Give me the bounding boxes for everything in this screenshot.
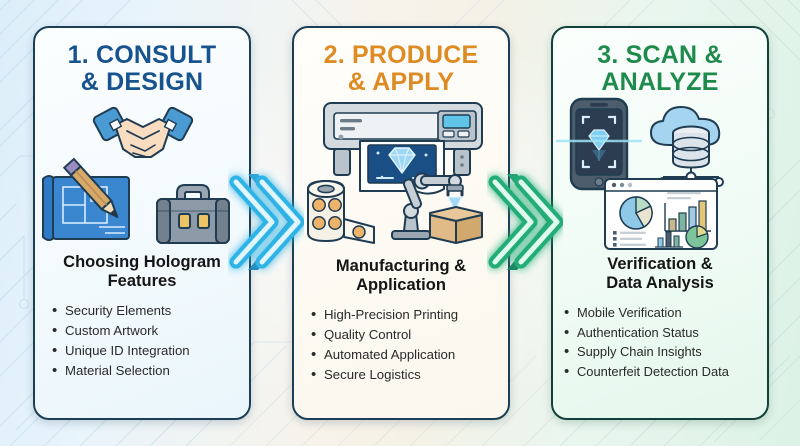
panel-1-heading-line-2: & DESIGN bbox=[80, 67, 204, 96]
list-item: Custom Artwork bbox=[49, 320, 249, 343]
panel-2-subtitle: Manufacturing & Application bbox=[328, 257, 474, 296]
panel-2-heading: 2. PRODUCE & APPLY bbox=[318, 42, 485, 95]
panel-1-heading: 1. CONSULT & DESIGN bbox=[62, 42, 223, 95]
panel-1-subtitle-line-2: Features bbox=[107, 272, 177, 291]
list-item: Automated Application bbox=[308, 344, 508, 367]
panel-1-subtitle: Choosing Hologram Features bbox=[55, 253, 229, 292]
panel-3-bullet-list: Mobile Verification Authentication Statu… bbox=[553, 302, 767, 383]
list-item: Supply Chain Insights bbox=[561, 341, 767, 363]
robot-arm-box-icon bbox=[391, 172, 483, 244]
panel-2-subtitle-line-1: Manufacturing & bbox=[335, 257, 467, 275]
list-item: High-Precision Printing bbox=[308, 304, 508, 327]
panel-3-subtitle-line-1: Verification & bbox=[607, 255, 713, 273]
label-roll-icon bbox=[307, 179, 375, 244]
blueprint-pencil-icon bbox=[42, 157, 130, 241]
cloud-database-icon bbox=[650, 106, 724, 187]
panel-consult-design[interactable]: 1. CONSULT & DESIGN bbox=[33, 26, 251, 420]
list-item: Secure Logistics bbox=[308, 364, 508, 387]
briefcase-icon bbox=[156, 184, 230, 244]
analytics-dashboard-icon bbox=[604, 178, 718, 250]
panel-produce-apply[interactable]: 2. PRODUCE & APPLY bbox=[292, 26, 510, 420]
list-item: Authentication Status bbox=[561, 322, 767, 344]
panel-2-subtitle-line-2: Application bbox=[356, 276, 446, 295]
panel-3-heading-line-2: ANALYZE bbox=[601, 67, 719, 96]
list-item: Unique ID Integration bbox=[49, 340, 249, 363]
panel-3-subtitle: Verification & Data Analysis bbox=[598, 255, 722, 294]
list-item: Quality Control bbox=[308, 324, 508, 347]
panel-2-heading-line-2: & APPLY bbox=[347, 67, 455, 96]
panel-2-heading-line-1: 2. PRODUCE bbox=[323, 41, 479, 69]
panel-2-bullet-list: High-Precision Printing Quality Control … bbox=[294, 304, 508, 387]
panel-3-heading-line-1: 3. SCAN & bbox=[597, 41, 723, 69]
list-item: Material Selection bbox=[49, 360, 249, 383]
handshake-icon bbox=[92, 106, 194, 158]
panel-1-heading-line-1: 1. CONSULT bbox=[67, 41, 217, 69]
list-item: Mobile Verification bbox=[561, 302, 767, 324]
panel-scan-analyze[interactable]: 3. SCAN & ANALYZE bbox=[551, 26, 769, 420]
list-item: Security Elements bbox=[49, 300, 249, 323]
panel-1-bullet-list: Security Elements Custom Artwork Unique … bbox=[35, 300, 249, 383]
arrow-step2-to-step3 bbox=[487, 166, 563, 278]
phone-scan-hologram-icon bbox=[555, 97, 643, 191]
panel-1-subtitle-line-1: Choosing Hologram bbox=[63, 253, 221, 271]
panel-3-heading: 3. SCAN & ANALYZE bbox=[591, 42, 728, 95]
panel-3-illustration bbox=[553, 95, 767, 253]
list-item: Counterfeit Detection Data bbox=[561, 361, 767, 383]
panel-1-illustration bbox=[35, 99, 249, 251]
arrow-step1-to-step2 bbox=[228, 166, 304, 278]
panel-3-subtitle-line-2: Data Analysis bbox=[606, 274, 714, 293]
panel-2-illustration bbox=[294, 95, 508, 255]
